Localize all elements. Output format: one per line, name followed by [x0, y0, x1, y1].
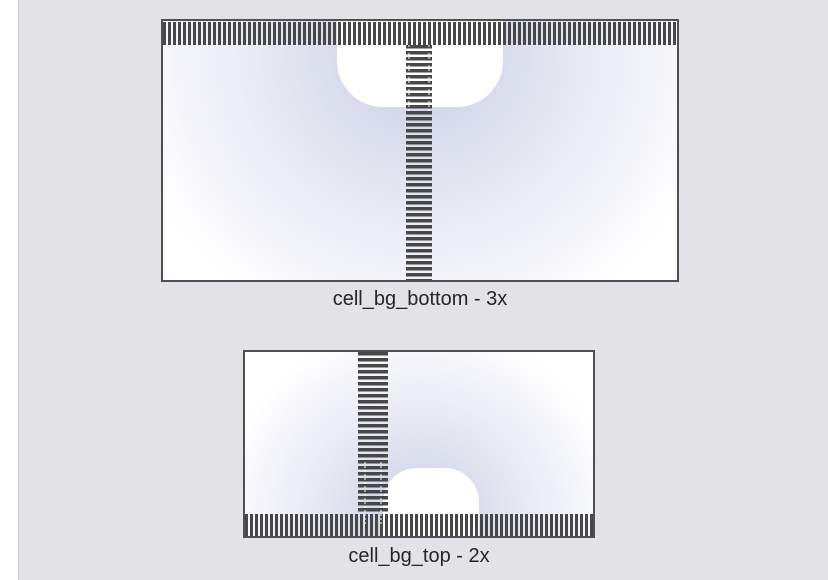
asset-preview-cell-bg-bottom[interactable] [161, 19, 679, 282]
cell-bg-top-image [245, 352, 593, 536]
sidebar-edge [0, 0, 18, 580]
horizontal-slice-guide[interactable] [163, 22, 677, 45]
asset-preview-canvas[interactable]: cell_bg_bottom - 3x [18, 0, 828, 580]
cell-bg-bottom-image [163, 21, 677, 280]
asset-caption-cell-bg-top: cell_bg_top - 2x [348, 545, 490, 567]
asset-preview-cell-bg-top[interactable] [243, 350, 595, 538]
asset-caption-cell-bg-bottom: cell_bg_bottom - 3x [332, 288, 508, 310]
vertical-slice-guide[interactable] [358, 352, 388, 514]
horizontal-slice-guide[interactable] [245, 514, 593, 536]
vertical-slice-guide[interactable] [406, 43, 432, 280]
